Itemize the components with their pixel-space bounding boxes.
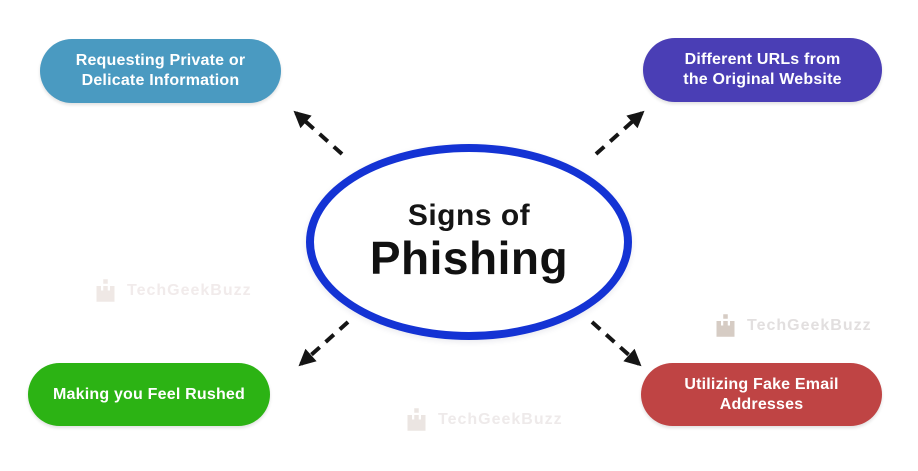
node-label: Different URLs from the Original Website	[683, 51, 842, 88]
arrow-to-top-left	[293, 110, 344, 156]
techgeekbuzz-logo-icon	[96, 279, 115, 302]
techgeekbuzz-logo-icon	[407, 408, 426, 431]
watermark-bottom: TechGeekBuzz	[403, 406, 563, 433]
watermark-text: TechGeekBuzz	[438, 410, 563, 428]
node-fake-email-addresses: Utilizing Fake Email Addresses	[641, 363, 882, 426]
center-node: TechGeekBuzz Signs of Phishing	[306, 144, 871, 340]
watermark-center: TechGeekBuzz	[712, 312, 872, 339]
node-feel-rushed: Making you Feel Rushed	[28, 363, 270, 426]
node-label: Requesting Private or Delicate Informati…	[75, 52, 246, 89]
arrow-to-top-right	[594, 110, 645, 156]
node-different-urls: Different URLs from the Original Website	[643, 38, 882, 102]
watermark-left: TechGeekBuzz	[92, 277, 252, 304]
node-requesting-private-info: Requesting Private or Delicate Informati…	[40, 39, 281, 103]
techgeekbuzz-logo-icon	[716, 314, 735, 337]
center-title-line2: Phishing	[369, 232, 569, 285]
watermark-text: TechGeekBuzz	[747, 316, 872, 334]
node-label: Utilizing Fake Email Addresses	[684, 375, 839, 413]
watermark-text: TechGeekBuzz	[127, 281, 252, 299]
node-label: Making you Feel Rushed	[53, 385, 245, 403]
arrow-to-bottom-left	[298, 320, 350, 367]
arrow-to-bottom-right	[590, 320, 642, 367]
center-title-line1: Signs of	[407, 199, 531, 233]
